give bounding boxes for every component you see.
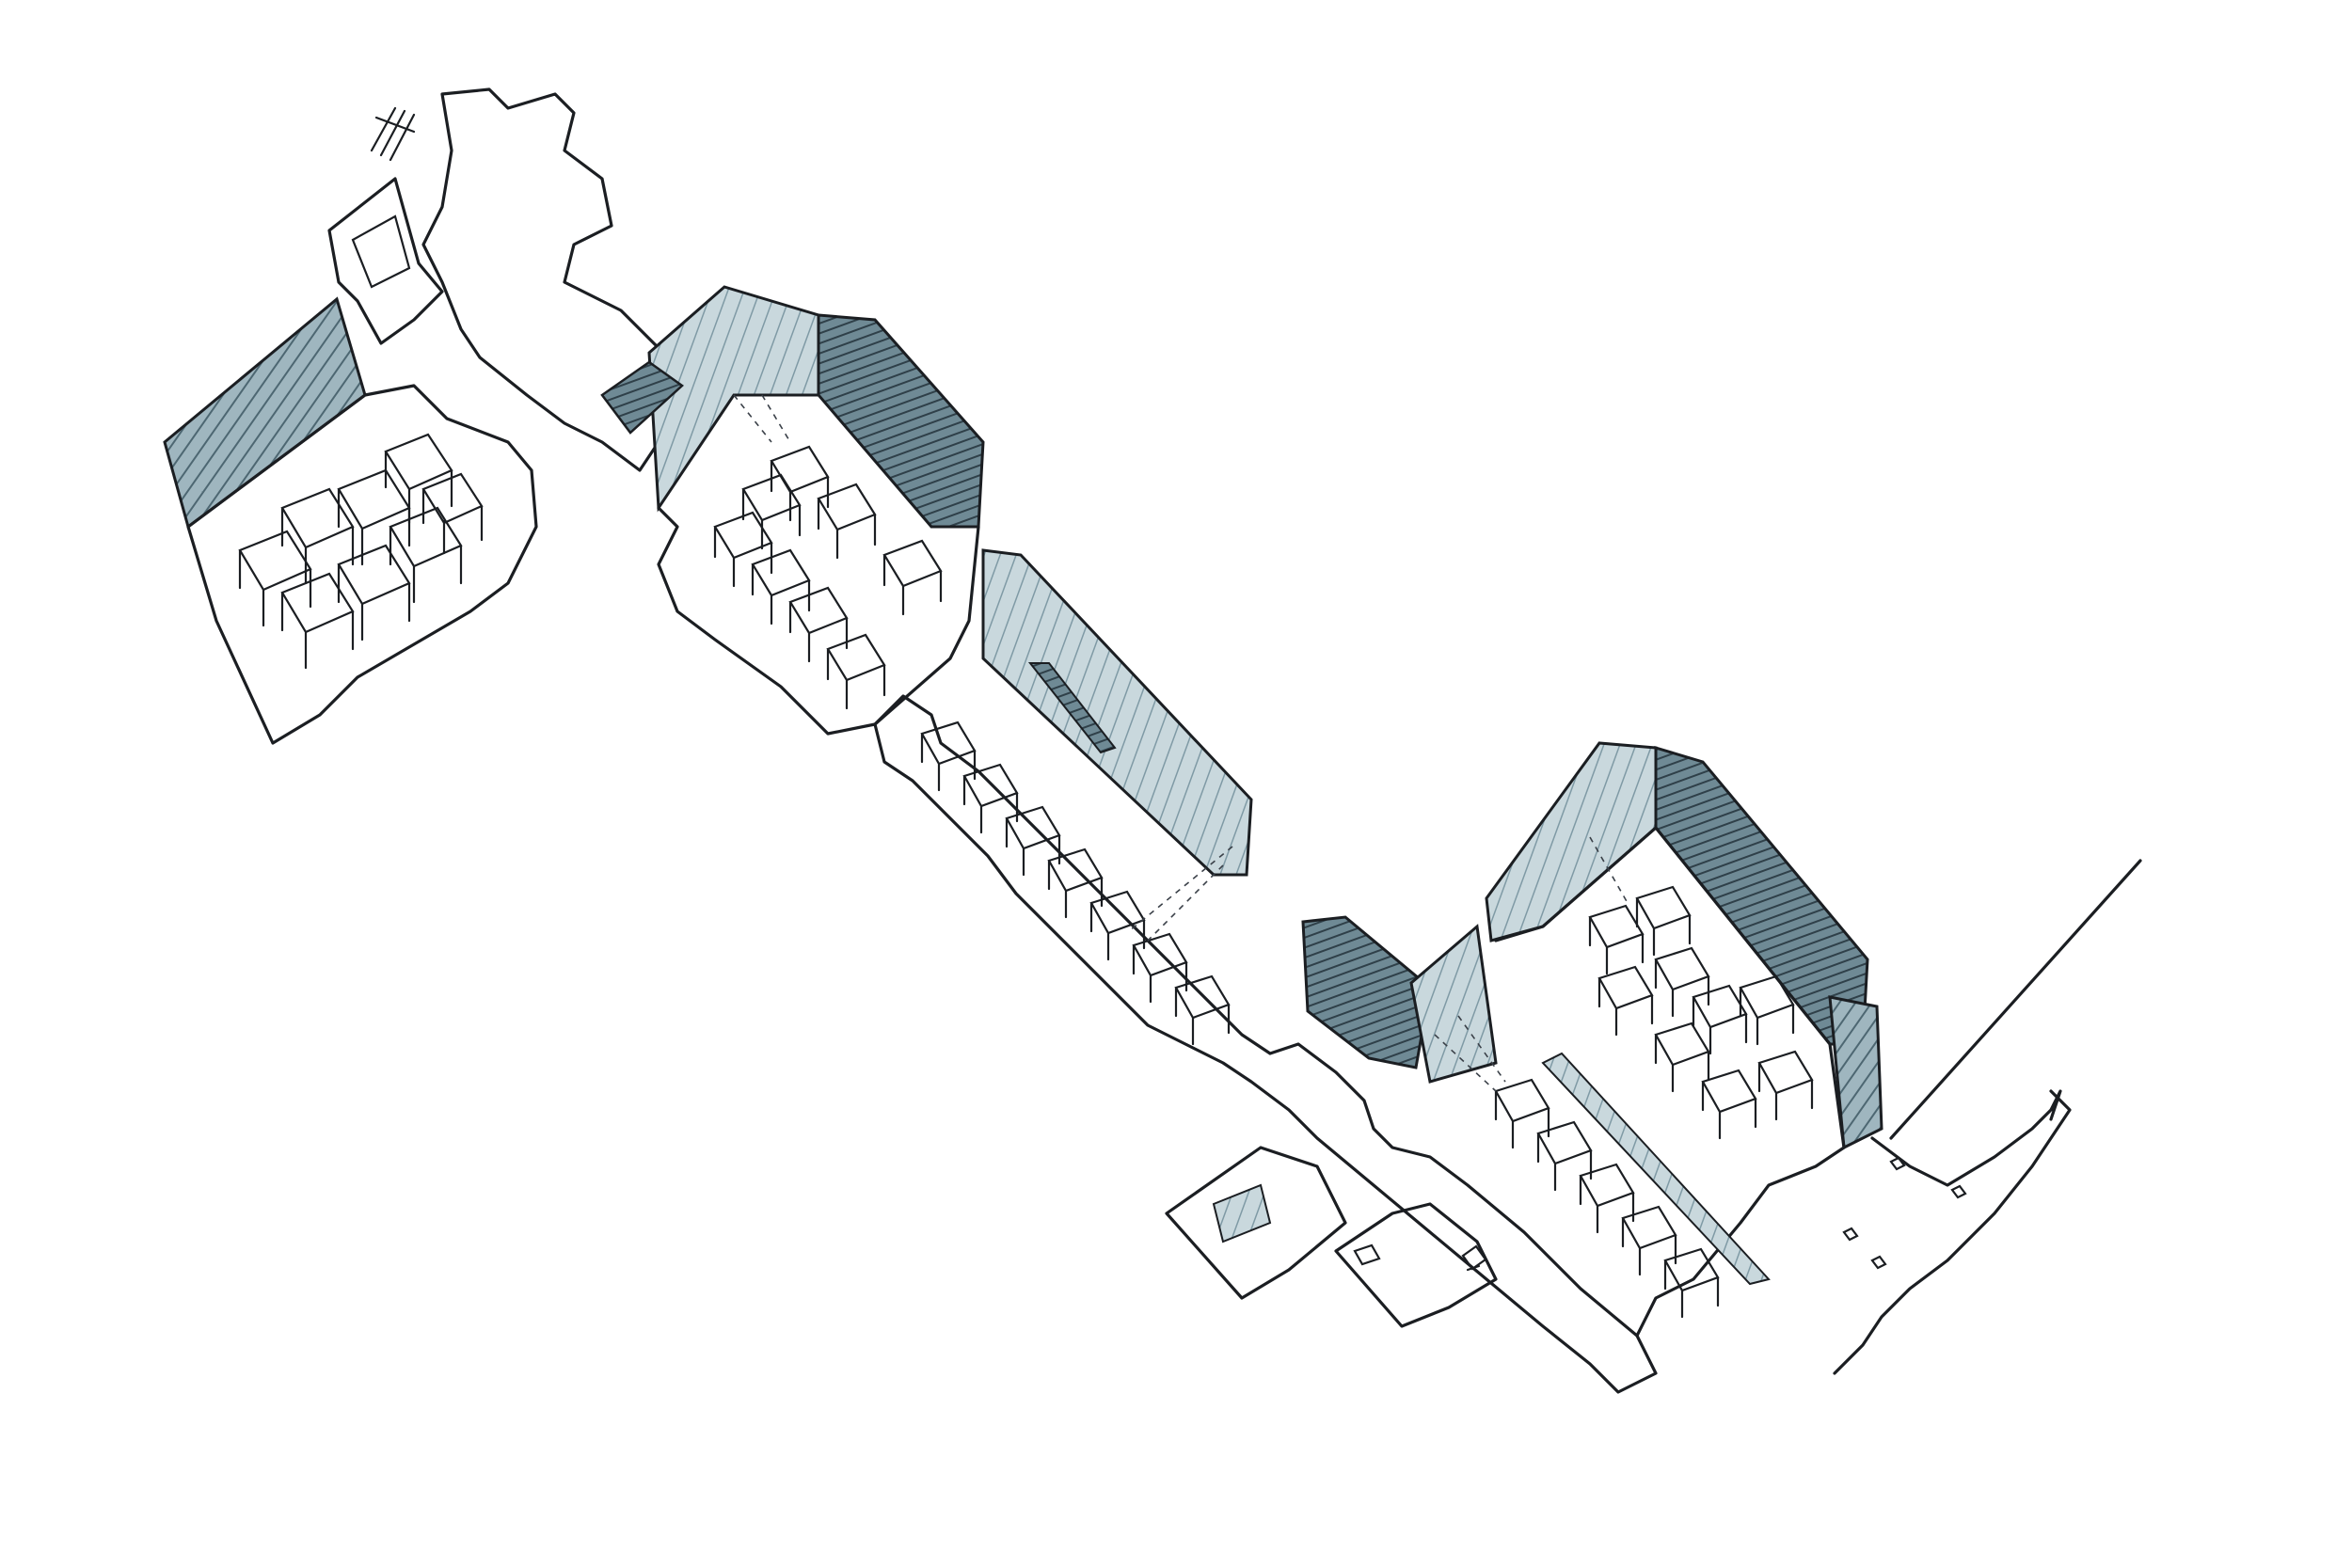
side-room-left-outline <box>1165 1146 1347 1300</box>
desk-icon <box>920 721 1231 1046</box>
lower-classroom-back-wall <box>1485 741 1658 942</box>
stair-icon <box>370 106 416 162</box>
left-classroom-wing <box>163 296 538 745</box>
upper-classroom-back-wall <box>647 285 820 513</box>
toilet-icon <box>1353 1243 1487 1272</box>
corridor-outline <box>873 694 1658 1394</box>
partition-wall <box>1301 915 1432 1069</box>
entrance-outline <box>1833 1089 2072 1375</box>
lower-classroom-end-panel <box>1828 995 1883 1150</box>
corridor-wall-panel <box>981 548 1253 877</box>
central-corridor <box>873 548 1658 1394</box>
lower-classroom <box>1301 741 1883 1338</box>
desk-icon <box>238 433 484 670</box>
right-entrance <box>1833 859 2142 1375</box>
upper-classroom <box>600 285 985 736</box>
upper-classroom-floor <box>657 506 980 736</box>
left-wing-desks <box>238 433 484 670</box>
side-rooms <box>1165 1146 1498 1328</box>
street-edge <box>1889 859 2142 1140</box>
desk-icon <box>1494 885 1814 1319</box>
side-room-right-outline <box>1334 1202 1498 1328</box>
left-wing-floor-outline <box>186 384 538 745</box>
partition-wall-front <box>1409 924 1498 1084</box>
tower-outline <box>327 177 444 345</box>
lower-classroom-floor <box>1494 826 1846 1338</box>
upper-classroom-side-wall <box>817 313 985 529</box>
tree-icon <box>1842 1156 1967 1270</box>
stair-icon <box>600 360 684 435</box>
desk-icon <box>713 445 943 710</box>
desk-icon <box>1212 1183 1272 1243</box>
left-wing-shaded-wall <box>163 296 367 530</box>
